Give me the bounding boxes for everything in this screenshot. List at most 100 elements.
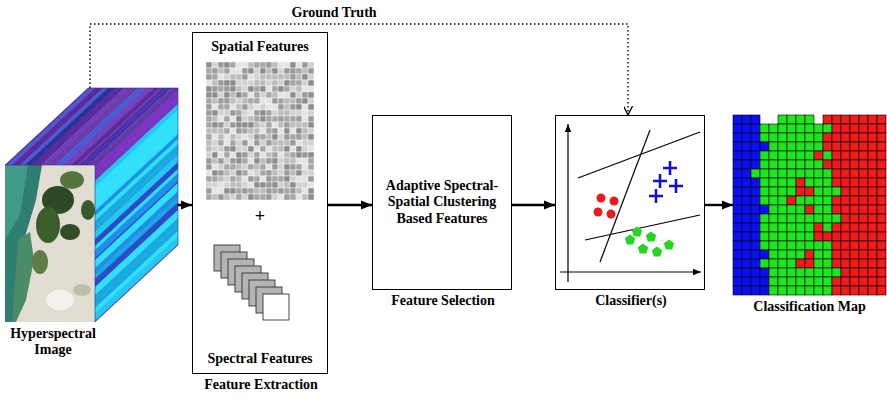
scatter-plot [560,124,701,282]
spectral-band [95,236,178,322]
map-cell [796,214,805,223]
grid-cell [230,92,236,98]
map-cell [787,196,796,205]
grid-cell [212,188,218,194]
map-cell [823,196,832,205]
map-cell [832,196,841,205]
grid-cell [290,74,296,80]
grid-cell [308,116,314,122]
grid-cell [218,98,224,104]
grid-cell [206,134,212,140]
map-cell [850,286,859,295]
map-cell [787,286,796,295]
grid-cell [272,68,278,74]
map-cell [850,169,859,178]
grid-cell [272,116,278,122]
map-cell [769,214,778,223]
map-cell [823,169,832,178]
box-text: Spatial Features [211,39,308,55]
grid-cell [308,176,314,182]
map-cell [877,142,886,151]
grid-cell [296,182,302,188]
map-cell [859,178,868,187]
grid-cell [302,188,308,194]
grid-cell [302,110,308,116]
map-cell [769,196,778,205]
grid-cell [260,140,266,146]
map-cell [832,277,841,286]
grid-cell [290,140,296,146]
grid-cell [290,128,296,134]
map-cell [868,115,877,124]
grid-cell [260,68,266,74]
grid-cell [254,92,260,98]
grid-cell [278,188,284,194]
map-cell [841,178,850,187]
map-cell [787,169,796,178]
grid-cell [254,80,260,86]
map-cell [769,232,778,241]
map-cell [751,250,760,259]
grid-cell [224,128,230,134]
map-cell [868,232,877,241]
map-cell [814,268,823,277]
cube-edge [5,88,178,165]
grid-cell [284,68,290,74]
grid-cell [236,170,242,176]
tree-patch [60,224,80,240]
grid-cell [266,134,272,140]
grid-cell [290,158,296,164]
grid-cell [308,80,314,86]
grid-cell [254,98,260,104]
map-cell [742,115,751,124]
grid-cell [236,152,242,158]
map-cell [796,133,805,142]
grid-cell [236,92,242,98]
map-cell [850,223,859,232]
map-cell [751,142,760,151]
grid-cell [212,74,218,80]
map-cell [760,169,769,178]
map-cell [778,223,787,232]
map-cell [778,133,787,142]
map-cell [850,142,859,151]
grid-cell [242,182,248,188]
map-cell [796,223,805,232]
grid-cell [248,74,254,80]
grid-cell [278,122,284,128]
map-cell [841,241,850,250]
grid-cell [224,104,230,110]
classification-map-grid [733,115,886,295]
grid-cell [224,62,230,68]
hyperspectral-image: Hyperspectral Image [5,88,178,322]
map-cell [850,187,859,196]
grid-cell [278,68,284,74]
map-cell [859,286,868,295]
green-point [664,240,674,250]
grid-cell [278,62,284,68]
map-cell [877,187,886,196]
map-cell [733,169,742,178]
map-cell [751,277,760,286]
grid-cell [248,176,254,182]
grid-cell [254,176,260,182]
map-cell [742,232,751,241]
grid-cell [266,164,272,170]
flow-arrow [178,204,192,206]
grid-cell [224,134,230,140]
map-cell [805,286,814,295]
map-cell [832,178,841,187]
grid-cell [224,98,230,104]
grid-cell [224,188,230,194]
grid-cell [248,164,254,170]
map-cell [787,250,796,259]
grid-cell [218,146,224,152]
grid-cell [260,194,266,200]
grid-cell [236,134,242,140]
grid-cell [248,194,254,200]
map-cell [859,232,868,241]
y-axis [567,124,568,282]
map-cell [814,178,823,187]
grid-cell [290,152,296,158]
grid-cell [254,128,260,134]
